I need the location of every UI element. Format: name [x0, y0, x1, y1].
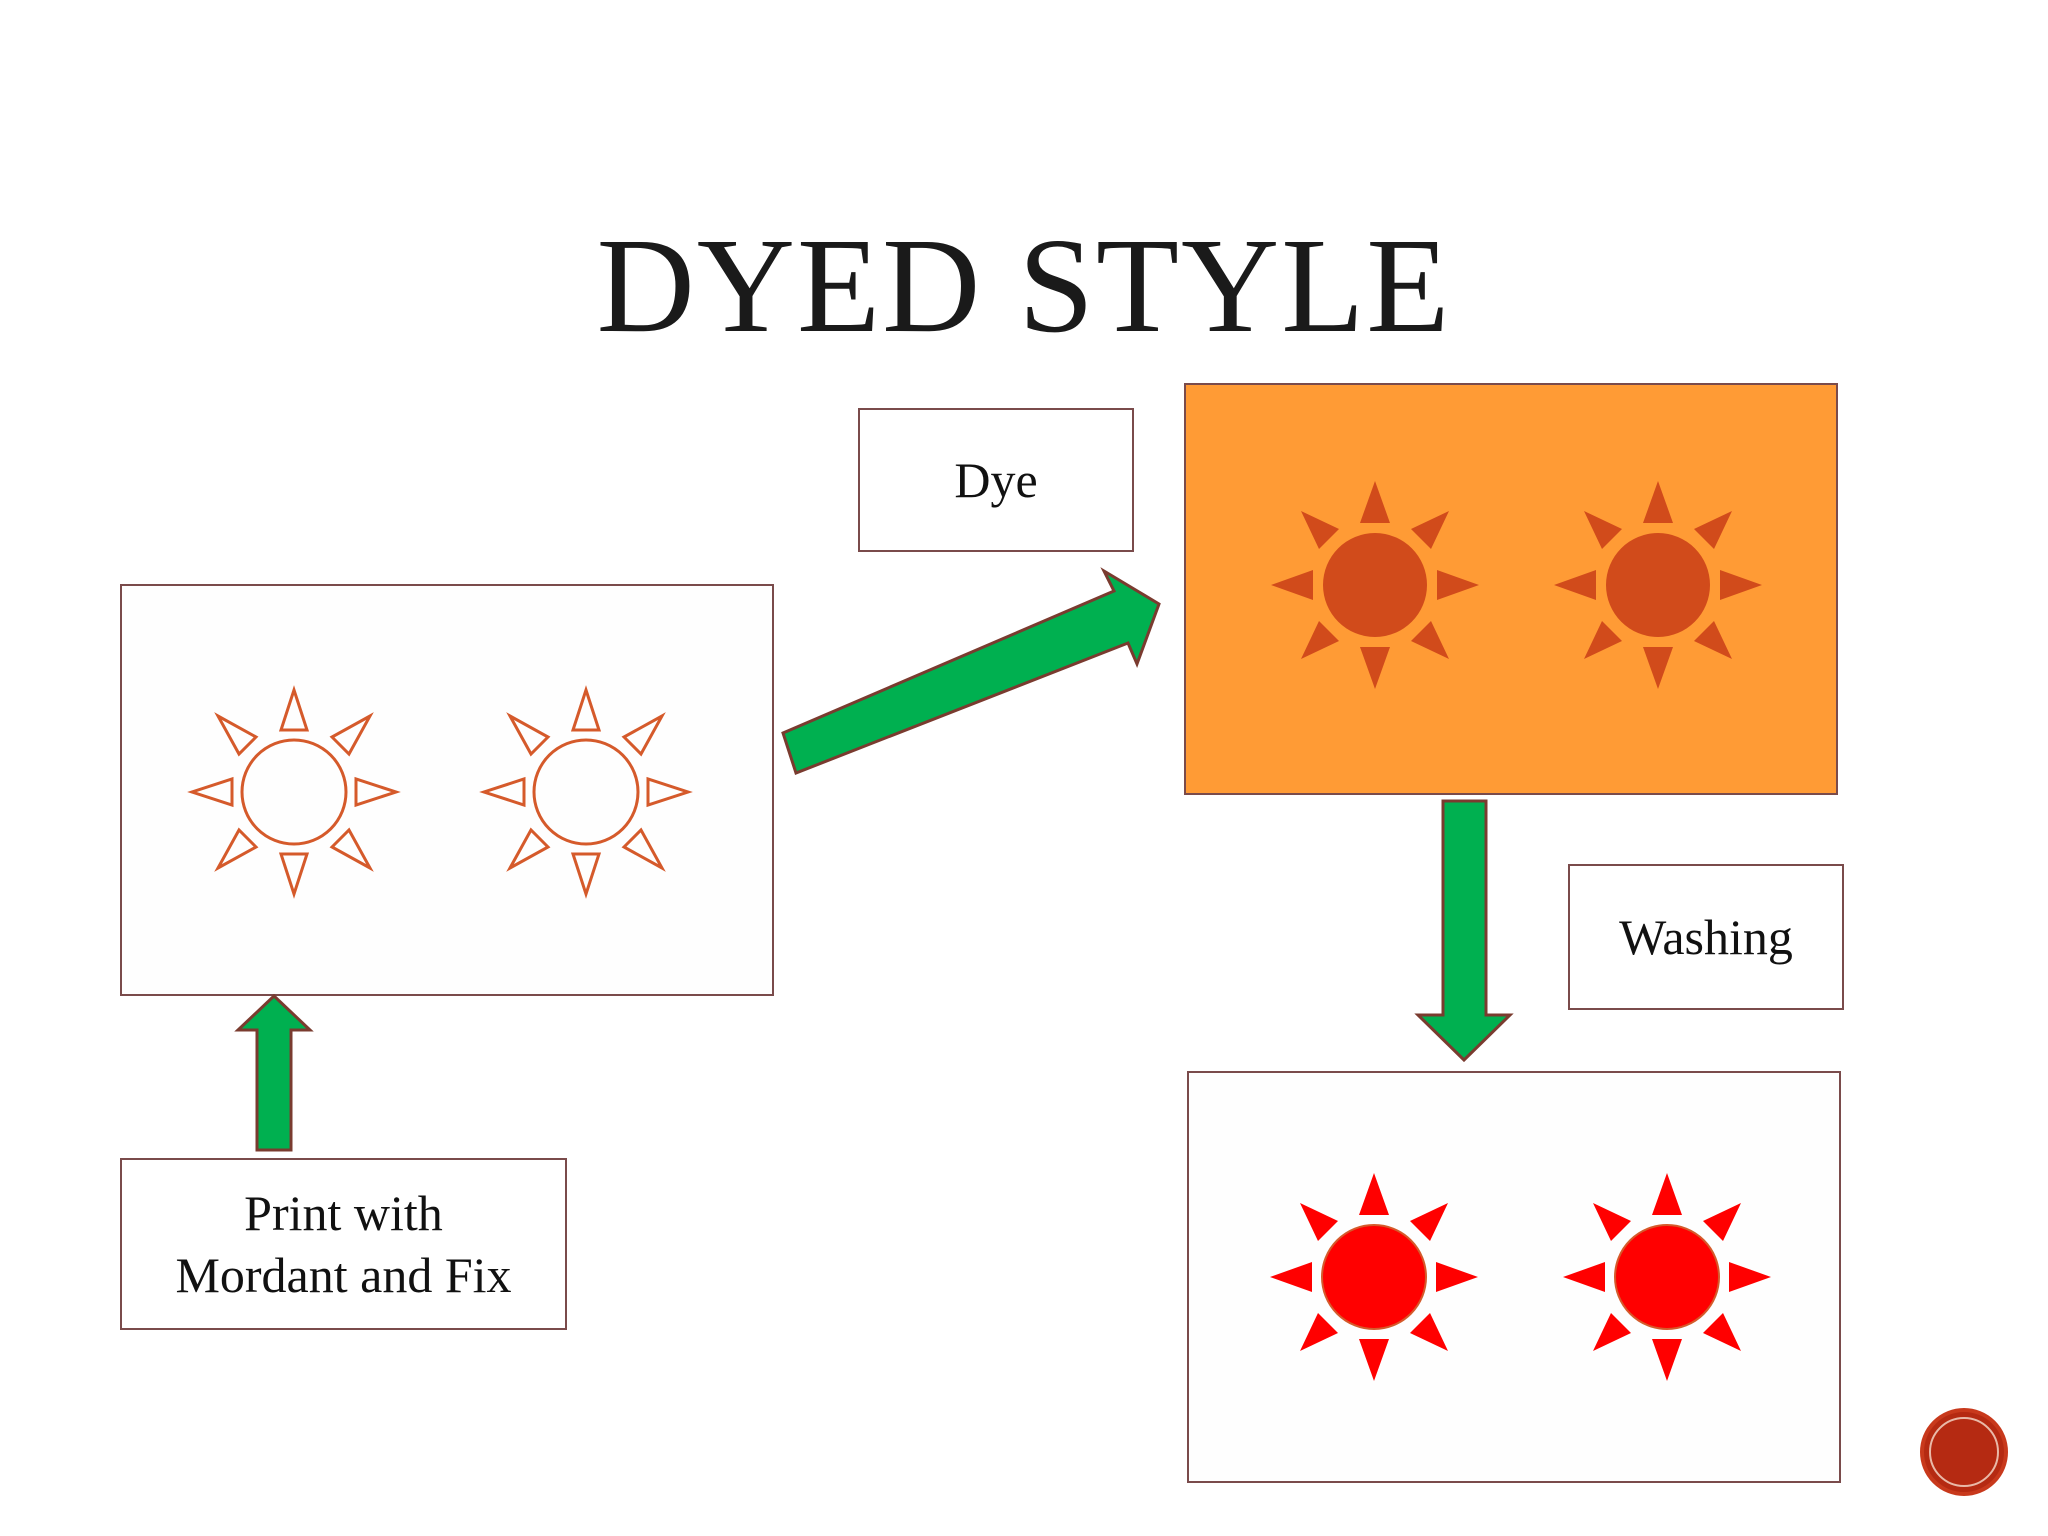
arrow-icon [781, 567, 1161, 775]
circle-button-icon[interactable] [1918, 1406, 2010, 1498]
arrow-icon [1414, 799, 1514, 1063]
sun-icon [1271, 481, 1479, 689]
label-print-mordant: Print with Mordant and Fix [120, 1158, 567, 1330]
sun-icon [1563, 1173, 1771, 1381]
panel-dyed-fabric [1184, 383, 1838, 795]
label-washing: Washing [1568, 864, 1844, 1010]
sun-icon [187, 685, 401, 899]
slide-title: DYED STYLE [596, 211, 1452, 361]
label-washing-text: Washing [1619, 909, 1793, 965]
panel-washed-fabric [1187, 1071, 1841, 1483]
washed-suns [1270, 1173, 1771, 1381]
sun-icon [1270, 1173, 1478, 1381]
label-dye-text: Dye [954, 452, 1038, 508]
sun-icon [479, 685, 693, 899]
dyed-suns [1271, 481, 1762, 689]
label-dye: Dye [858, 408, 1134, 552]
panel-printed-fabric [120, 584, 774, 996]
printed-suns [187, 685, 693, 899]
sun-icon [1554, 481, 1762, 689]
arrow-icon [234, 993, 314, 1152]
label-print-text: Print with Mordant and Fix [175, 1185, 512, 1303]
